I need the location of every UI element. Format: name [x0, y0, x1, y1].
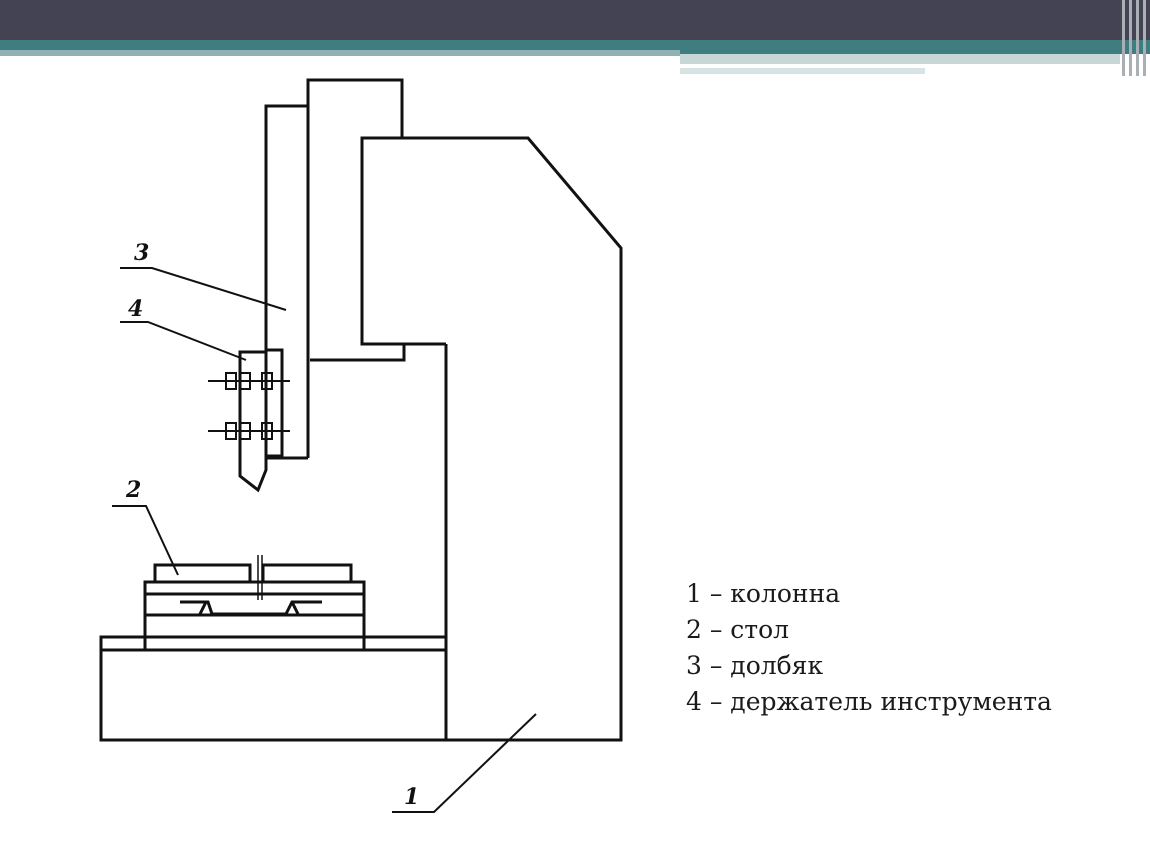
clamp-screw-lower	[208, 422, 290, 440]
corner-decoration	[1118, 0, 1150, 76]
callout-3: 3	[134, 240, 149, 266]
column-outline	[310, 136, 623, 742]
leader-1	[392, 713, 537, 813]
callout-1: 1	[404, 784, 419, 810]
legend-item: 4 – держатель инструмента	[686, 687, 1052, 716]
legend-item: 3 – долбяк	[686, 651, 824, 680]
legend-item: 2 – стол	[686, 615, 790, 644]
header-band	[0, 0, 1150, 40]
accent-stripe-right	[680, 54, 1120, 64]
table-top-left	[153, 563, 252, 584]
table-lower	[143, 613, 366, 652]
callout-2: 2	[125, 477, 141, 503]
accent-stripe	[0, 50, 680, 56]
base-step	[99, 635, 448, 652]
accent-stripe-short	[680, 68, 925, 74]
leader-3	[120, 267, 287, 311]
ram-slotter	[264, 104, 308, 458]
dovetail	[180, 600, 322, 616]
clamp-screw-upper	[208, 372, 290, 390]
table-middle	[143, 580, 366, 617]
table-top-right	[261, 563, 353, 584]
leader-4	[120, 321, 247, 361]
ram-upper	[306, 78, 404, 458]
legend-item: 1 – колонна	[686, 579, 841, 608]
callout-4: 4	[128, 296, 143, 322]
base	[99, 648, 448, 742]
legend: 1 – колонна 2 – стол 3 – долбяк 4 – держ…	[686, 576, 1052, 720]
leader-2	[112, 505, 179, 576]
tool-holder	[238, 348, 284, 493]
